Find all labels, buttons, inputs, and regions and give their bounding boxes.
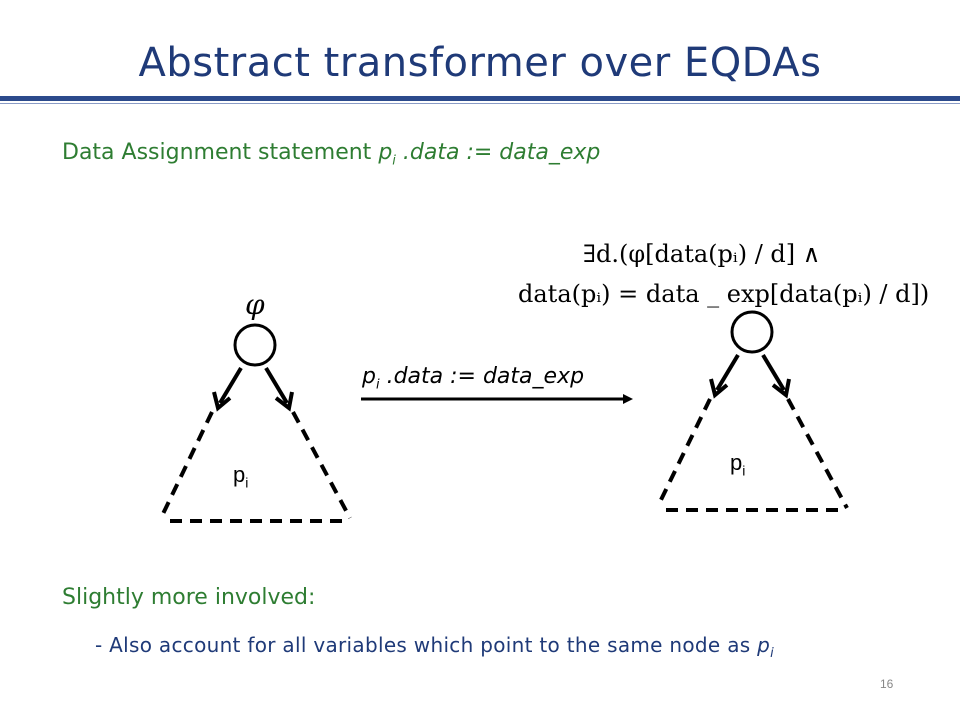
- title-underline-thin: [0, 103, 960, 104]
- edge-rest: .data := data_exp: [379, 364, 585, 389]
- bullet-var: p: [757, 633, 771, 657]
- left-arrowhead-right: [274, 391, 294, 412]
- right-arrowhead-left: [709, 378, 729, 399]
- left-triangle-right-side: [291, 411, 352, 519]
- edge-sub: i: [375, 377, 380, 393]
- right-root-node: [730, 310, 774, 354]
- slide-title: Abstract transformer over EQDAs: [138, 40, 822, 86]
- right-tree: [656, 310, 849, 512]
- statement-var: p: [378, 140, 393, 165]
- left-node-label-sub: i: [245, 474, 249, 491]
- right-triangle-right-side: [786, 398, 849, 509]
- right-child-arrow-right: [761, 353, 786, 392]
- left-node-label: pi: [233, 462, 248, 490]
- right-node-label: pi: [730, 450, 745, 478]
- bullet-sub: i: [770, 646, 775, 661]
- page-number: 16: [880, 677, 894, 691]
- right-node-label-var: p: [730, 450, 743, 475]
- left-node-label-var: p: [233, 462, 246, 487]
- post-formula-line-2: data(pᵢ) = data _ exp[data(pᵢ) / d]): [518, 280, 930, 308]
- title-underline: [0, 96, 960, 101]
- right-node-label-sub: i: [742, 462, 746, 479]
- left-root-node: [233, 323, 277, 367]
- right-child-arrow-left: [715, 353, 740, 392]
- transition-label: pi .data := data_exp: [362, 364, 584, 392]
- bullet-text: - Also account for all variables which p…: [95, 633, 758, 657]
- left-arrowhead-left: [212, 391, 232, 412]
- left-triangle-left-side: [159, 411, 214, 519]
- bullet-point: - Also account for all variables which p…: [95, 633, 774, 661]
- subheading: Slightly more involved:: [62, 585, 316, 610]
- assignment-statement: Data Assignment statement pi .data := da…: [62, 140, 600, 168]
- pre-condition-phi: φ: [245, 288, 265, 321]
- left-tree: [159, 323, 352, 523]
- statement-sub: i: [392, 153, 396, 169]
- left-child-arrow-right: [264, 366, 289, 405]
- left-child-arrow-left: [218, 366, 243, 405]
- right-triangle-left-side: [656, 398, 712, 507]
- post-formula-line-1: ∃d.(φ[data(pᵢ) / d] ∧: [583, 240, 821, 268]
- right-arrowhead-right: [771, 378, 791, 399]
- statement-rest: .data := data_exp: [395, 140, 601, 165]
- edge-var: p: [362, 364, 376, 389]
- statement-prefix: Data Assignment statement: [62, 140, 379, 165]
